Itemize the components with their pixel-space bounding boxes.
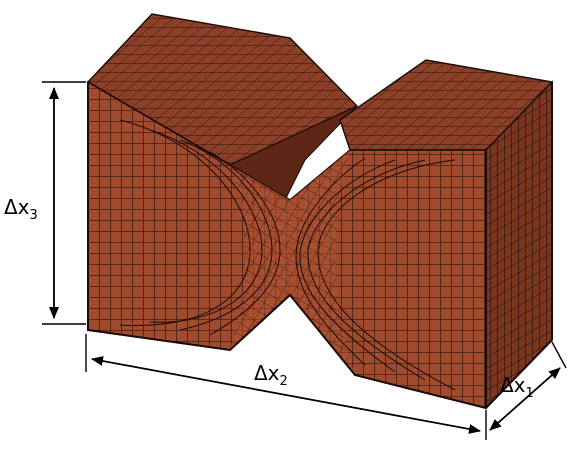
mesh-curves (119, 119, 456, 391)
notch-right-wall (290, 150, 355, 375)
label-x1: Δx1 (500, 373, 534, 401)
dimension-x1: Δx1 (489, 341, 567, 431)
label-x2: Δx2 (254, 361, 288, 389)
notch-left-wall (230, 165, 290, 350)
dimension-x2: Δx2 (85, 334, 487, 440)
block-outline (87, 82, 553, 410)
dimension-x3: Δx3 (4, 81, 86, 325)
label-x3: Δx3 (4, 195, 38, 223)
